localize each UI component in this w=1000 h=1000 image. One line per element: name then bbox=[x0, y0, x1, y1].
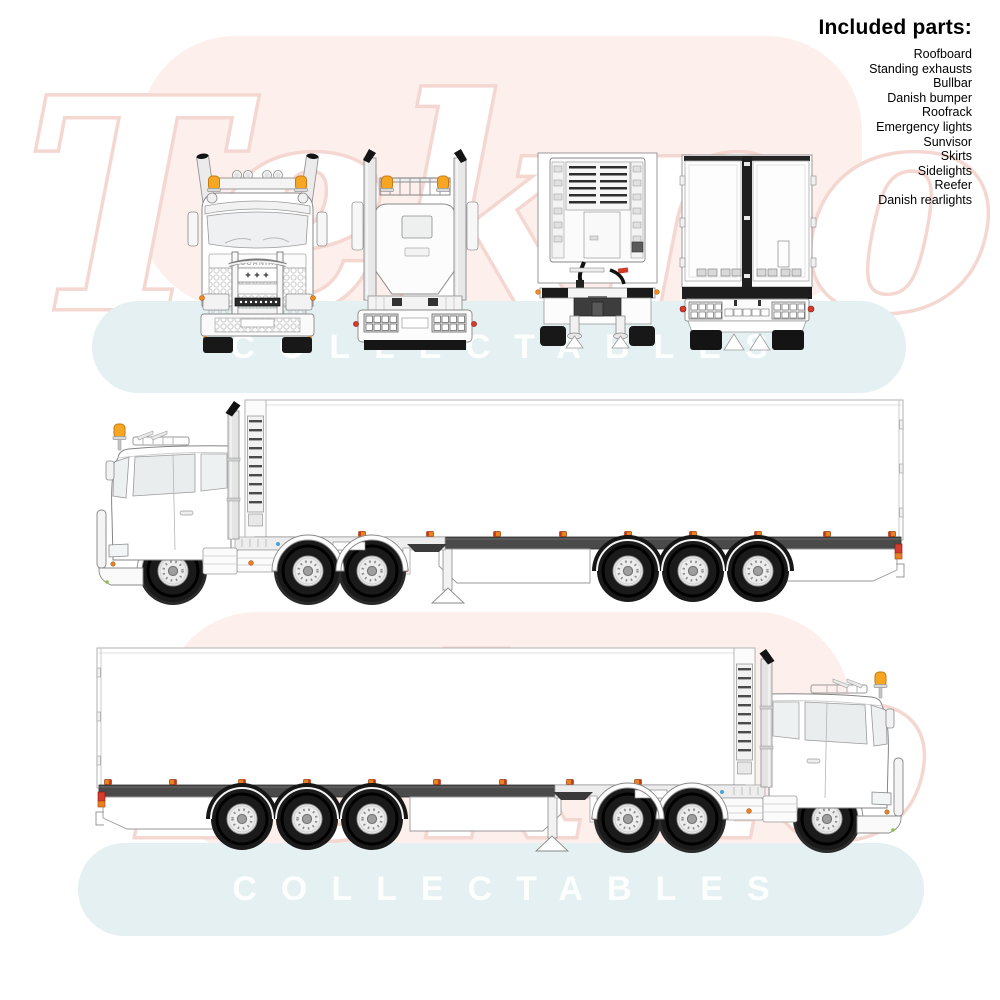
trailer-tire bbox=[540, 326, 566, 346]
included-part-item: Roofrack bbox=[921, 105, 972, 120]
included-part-item: Emergency lights bbox=[876, 119, 972, 134]
trailer-tire bbox=[772, 330, 804, 350]
mudflap-stand bbox=[723, 333, 745, 351]
mirror bbox=[316, 211, 328, 247]
air-horn bbox=[206, 192, 218, 204]
warning-beacon bbox=[380, 175, 394, 192]
kingpin-gear bbox=[569, 261, 629, 290]
side-deflector bbox=[466, 201, 479, 251]
trailer-tire bbox=[690, 330, 722, 350]
rear-bumper-strip bbox=[364, 340, 466, 350]
exhaust-stack bbox=[453, 149, 467, 301]
side-marker bbox=[199, 295, 205, 301]
mirror bbox=[187, 211, 199, 247]
red-marker bbox=[353, 321, 359, 327]
rear-bumper-strip bbox=[682, 287, 812, 299]
danish-rearlights bbox=[679, 298, 815, 322]
bullbar bbox=[228, 251, 287, 333]
combination-side-view-right bbox=[85, 646, 915, 855]
included-part-item: Danish bumper bbox=[887, 90, 972, 105]
headlight bbox=[202, 293, 230, 311]
warning-beacon bbox=[436, 175, 450, 192]
included-part-item: Reefer bbox=[934, 178, 972, 193]
included-part-item: Roofboard bbox=[913, 47, 972, 61]
included-part-item: Skirts bbox=[940, 149, 972, 164]
roofrack bbox=[379, 177, 451, 196]
side-marker bbox=[310, 295, 316, 301]
included-part-item: Standing exhausts bbox=[869, 61, 972, 76]
included-part-item: Sidelights bbox=[917, 163, 972, 178]
included-part-item: Sunvisor bbox=[923, 134, 972, 149]
danish-bumper bbox=[200, 313, 315, 340]
collectables-text: COLLECTABLES bbox=[232, 870, 794, 908]
wipers bbox=[224, 237, 290, 244]
rear-light-cluster bbox=[431, 313, 467, 333]
trailer-doors bbox=[679, 156, 817, 288]
sunvisor bbox=[204, 200, 311, 215]
air-horn bbox=[297, 192, 309, 204]
trailer-rear-view bbox=[679, 154, 817, 351]
catwalk bbox=[367, 295, 463, 311]
tractor-front-view: SCANIA bbox=[187, 153, 328, 353]
combination-side-view-left bbox=[85, 398, 915, 607]
red-marker bbox=[471, 321, 477, 327]
front-tire bbox=[203, 337, 233, 353]
landing-gear bbox=[565, 315, 630, 349]
side-deflector bbox=[351, 201, 364, 251]
license-plate bbox=[401, 317, 429, 329]
exhaust-stack bbox=[363, 149, 377, 301]
included-part-item: Bullbar bbox=[933, 76, 972, 91]
watermark-band-bottom: COLLECTABLES bbox=[78, 843, 924, 936]
rear-light-cluster bbox=[363, 313, 399, 333]
tractor-rear-view bbox=[351, 149, 479, 350]
headlight bbox=[285, 293, 313, 311]
warning-beacon bbox=[207, 175, 221, 192]
mudflap-stand bbox=[749, 333, 771, 351]
rear-window bbox=[401, 215, 433, 239]
roofboard bbox=[214, 170, 301, 190]
windshield bbox=[206, 211, 309, 249]
trailer-tire bbox=[629, 326, 655, 346]
trailer-front-view bbox=[535, 152, 660, 349]
included-part-item: Danish rearlights bbox=[878, 192, 972, 207]
included-parts-title: Included parts: bbox=[818, 16, 972, 39]
warning-beacon bbox=[294, 175, 308, 192]
front-tire bbox=[282, 337, 312, 353]
scania-badge: SCANIA bbox=[240, 260, 274, 267]
collectables-text: COLLECTABLES bbox=[230, 327, 792, 366]
reefer-unit bbox=[549, 157, 646, 263]
